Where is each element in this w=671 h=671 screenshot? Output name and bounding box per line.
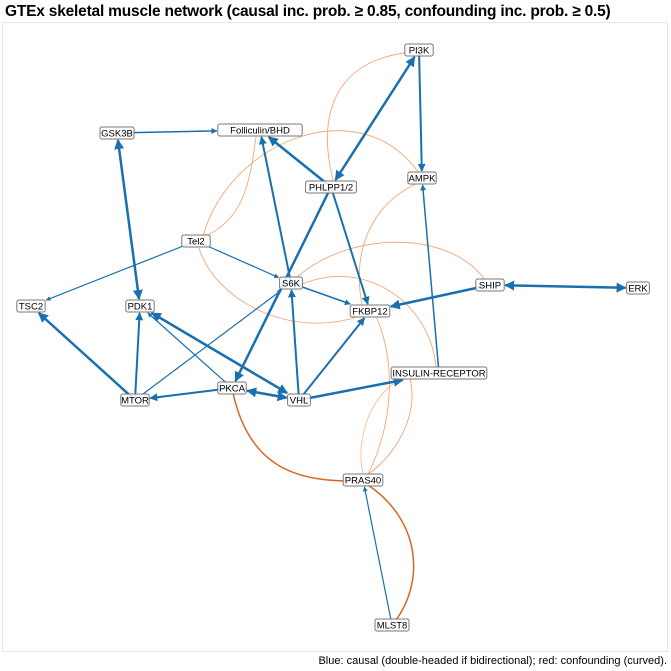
node-box: [475, 278, 505, 292]
causal-edge: [45, 240, 197, 301]
confounding-edge-phlpp-pi3k: [327, 51, 413, 181]
node-folliculin-bhd[interactable]: Folliculin/BHD: [217, 123, 303, 137]
node-box: [349, 304, 391, 318]
node-pdk1[interactable]: PDK1: [125, 299, 155, 313]
node-label: INSULIN-RECEPTOR: [392, 369, 485, 380]
node-gsk3b[interactable]: GSK3B: [99, 126, 135, 140]
node-label: PRAS40: [345, 476, 381, 487]
node-box: [181, 234, 211, 248]
node-box: [217, 381, 247, 395]
node-pras40[interactable]: PRAS40: [342, 473, 384, 487]
confounding-edge-pras40-mlst8: [367, 484, 415, 621]
node-tel2[interactable]: Tel2: [181, 234, 211, 248]
node-ampk[interactable]: AMPK: [407, 171, 437, 185]
node-label: PKCA: [219, 384, 246, 395]
causal-edge: [267, 136, 332, 188]
causal-edge: [417, 49, 426, 172]
node-box: [626, 281, 650, 295]
causal-edge: [134, 312, 144, 401]
causal-edge: [298, 376, 404, 402]
node-mlst8[interactable]: MLST8: [374, 618, 410, 632]
node-box: [287, 393, 311, 407]
causal-edge: [420, 184, 440, 374]
node-label: Tel2: [187, 237, 204, 248]
causal-edge: [246, 387, 288, 402]
legend-caption: Blue: causal (double-headed if bidirecti…: [318, 655, 667, 667]
node-label: Folliculin/BHD: [230, 126, 290, 137]
confounding-edge-insulin-pras40: [367, 377, 413, 475]
node-ship[interactable]: SHIP: [475, 278, 505, 292]
chart-title: GTEx skeletal muscle network (causal inc…: [5, 3, 611, 20]
node-label: FKBP12: [352, 307, 387, 318]
node-label: PI3K: [409, 46, 430, 57]
node-vhl[interactable]: VHL: [287, 393, 311, 407]
node-label: GSK3B: [101, 129, 133, 140]
causal-edge: [504, 280, 627, 293]
plot-frame: [2, 22, 668, 652]
confounding-edge-tel2-folliculin: [202, 136, 257, 238]
node-label: MLST8: [377, 621, 408, 632]
confounding-edge-fkbp12-ampk: [358, 182, 419, 306]
nodes: PI3K GSK3B Folliculin/BHD PHLPP1/2 AMPK Tel2S…: [16, 43, 650, 632]
confounding-edge-s6k-ship: [295, 241, 486, 281]
node-fkbp12[interactable]: FKBP12: [349, 304, 391, 318]
confounding-edge-tel2-fkbp12: [198, 247, 361, 324]
node-label: S6K: [282, 279, 301, 290]
node-label: SHIP: [479, 281, 501, 292]
confounding-edge-insulin-pras40b: [360, 375, 409, 475]
node-box: [407, 171, 437, 185]
node-box: [305, 180, 357, 194]
node-box: [16, 299, 46, 313]
node-erk[interactable]: ERK: [626, 281, 650, 295]
causal-edge: [298, 317, 366, 401]
causal-edge: [114, 139, 143, 300]
node-phlpp1-2[interactable]: PHLPP1/2: [305, 180, 357, 194]
node-mtor[interactable]: MTOR: [120, 393, 150, 407]
causal-edge: [37, 312, 136, 401]
node-box: [374, 618, 410, 632]
node-insulin-receptor[interactable]: INSULIN-RECEPTOR: [390, 366, 488, 380]
confounding-edge-pkca-pras40: [232, 392, 359, 482]
causal-edge: [150, 311, 289, 395]
node-label: PHLPP1/2: [309, 183, 353, 194]
causal-edge: [389, 283, 491, 310]
causal-edge: [362, 486, 393, 626]
causal-edge: [147, 312, 233, 389]
node-label: ERK: [628, 284, 648, 295]
node-pi3k[interactable]: PI3K: [404, 43, 434, 57]
node-label: VHL: [290, 396, 308, 407]
node-box: [390, 366, 488, 380]
node-box: [99, 126, 135, 140]
confounding-edge-s6k-insulin: [295, 276, 437, 368]
node-label: PDK1: [128, 302, 153, 313]
node-label: TSC2: [19, 302, 43, 313]
causal-edges: [37, 49, 627, 626]
node-label: MTOR: [121, 396, 149, 407]
node-box: [404, 43, 434, 57]
confounding-edge-fkbp12-pras40: [367, 315, 390, 475]
node-s6k[interactable]: S6K: [279, 276, 303, 290]
node-tsc2[interactable]: TSC2: [16, 299, 46, 313]
node-box: [217, 123, 303, 137]
causal-edge: [330, 186, 370, 305]
node-box: [279, 276, 303, 290]
causal-edge: [287, 289, 300, 401]
node-label: AMPK: [409, 174, 437, 185]
causal-edge: [334, 56, 416, 181]
node-box: [120, 393, 150, 407]
node-box: [342, 473, 384, 487]
confounding-edges: [198, 51, 486, 621]
node-pkca[interactable]: PKCA: [217, 381, 247, 395]
causal-edge: [258, 136, 292, 284]
node-box: [125, 299, 155, 313]
